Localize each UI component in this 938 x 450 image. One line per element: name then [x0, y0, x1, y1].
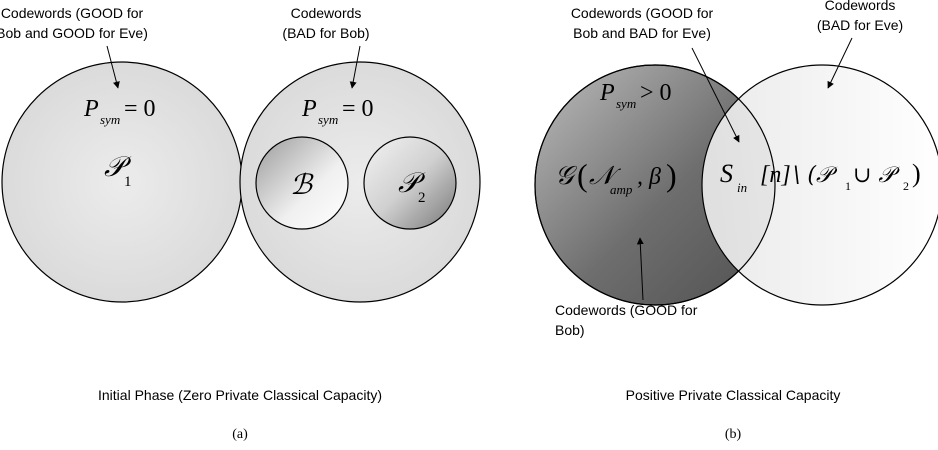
- svg-text:P: P: [301, 96, 317, 122]
- label-bad-bob-line2: (BAD for Bob): [282, 25, 369, 41]
- label-good-bob-line1: Codewords (GOOD for: [555, 302, 698, 318]
- label-bad-eve-line1: Codewords: [825, 0, 896, 13]
- svg-text:1: 1: [845, 179, 851, 193]
- tag-a: (a): [232, 427, 248, 442]
- svg-text:(: (: [577, 157, 588, 193]
- complement-label: [n] \ (𝒫 1 ∪ 𝒫 2 ): [760, 159, 921, 193]
- arrow-good-bob-bad-eve: [691, 47, 740, 143]
- svg-text:in: in: [737, 180, 747, 195]
- caption-a: Initial Phase (Zero Private Classical Ca…: [98, 387, 382, 403]
- svg-text:> 0: > 0: [640, 80, 672, 106]
- panel-a: Codewords (GOOD for Bob and GOOD for Eve…: [0, 5, 481, 442]
- label-good-bob-good-eve-line1: Codewords (GOOD for: [1, 5, 144, 21]
- svg-text:\ (𝒫: \ (𝒫: [793, 163, 838, 188]
- psym-zero-left: P sym = 0: [83, 96, 156, 127]
- svg-text:1: 1: [124, 174, 132, 190]
- tag-b: (b): [725, 427, 742, 442]
- circle-good-bob-outline: [534, 64, 776, 306]
- arrow-bad-eve: [827, 37, 853, 89]
- svg-text:): ): [912, 159, 921, 188]
- circle-p2: [363, 136, 457, 230]
- svg-text:∪ 𝒫: ∪ 𝒫: [853, 163, 900, 188]
- circle-bad-bob: [239, 61, 481, 303]
- arrow-bad-bob: [349, 45, 361, 89]
- svg-text:sym: sym: [100, 112, 120, 127]
- svg-text:, β: , β: [637, 164, 661, 190]
- label-bad-bob-line1: Codewords: [291, 5, 362, 21]
- psym-zero-right: P sym = 0: [301, 96, 374, 127]
- s-in-label: S in: [720, 159, 747, 195]
- label-good-bob-good-eve-line2: Bob and GOOD for Eve): [0, 25, 148, 41]
- circle-b: [255, 136, 349, 230]
- svg-text:sym: sym: [318, 112, 338, 127]
- svg-text:): ): [666, 157, 677, 193]
- svg-text:[n]: [n]: [760, 162, 791, 188]
- caption-b: Positive Private Classical Capacity: [626, 387, 841, 403]
- psym-positive: P sym > 0: [599, 80, 672, 111]
- arrow-good-bob-good-eve: [106, 45, 120, 89]
- svg-text:2: 2: [903, 179, 909, 193]
- svg-text:P: P: [83, 96, 99, 122]
- svg-text:P: P: [599, 80, 615, 106]
- label-bad-eve-line2: (BAD for Eve): [817, 17, 903, 33]
- svg-text:= 0: = 0: [342, 96, 374, 122]
- label-good-bob-line2: Bob): [555, 322, 585, 338]
- svg-text:2: 2: [418, 190, 426, 206]
- panel-b: Codewords (GOOD for Bob and BAD for Eve)…: [534, 0, 938, 442]
- svg-text:= 0: = 0: [124, 96, 156, 122]
- arrow-good-bob: [636, 237, 644, 301]
- svg-text:𝒢: 𝒢: [555, 161, 578, 191]
- label-good-bob-bad-eve-line2: Bob and BAD for Eve): [573, 25, 711, 41]
- svg-text:sym: sym: [616, 96, 636, 111]
- label-good-bob-bad-eve-line1: Codewords (GOOD for: [571, 5, 714, 21]
- svg-text:amp: amp: [610, 182, 633, 197]
- svg-text:S: S: [720, 159, 733, 188]
- set-b-label: ℬ: [290, 168, 314, 201]
- circle-bad-eve: [701, 64, 938, 306]
